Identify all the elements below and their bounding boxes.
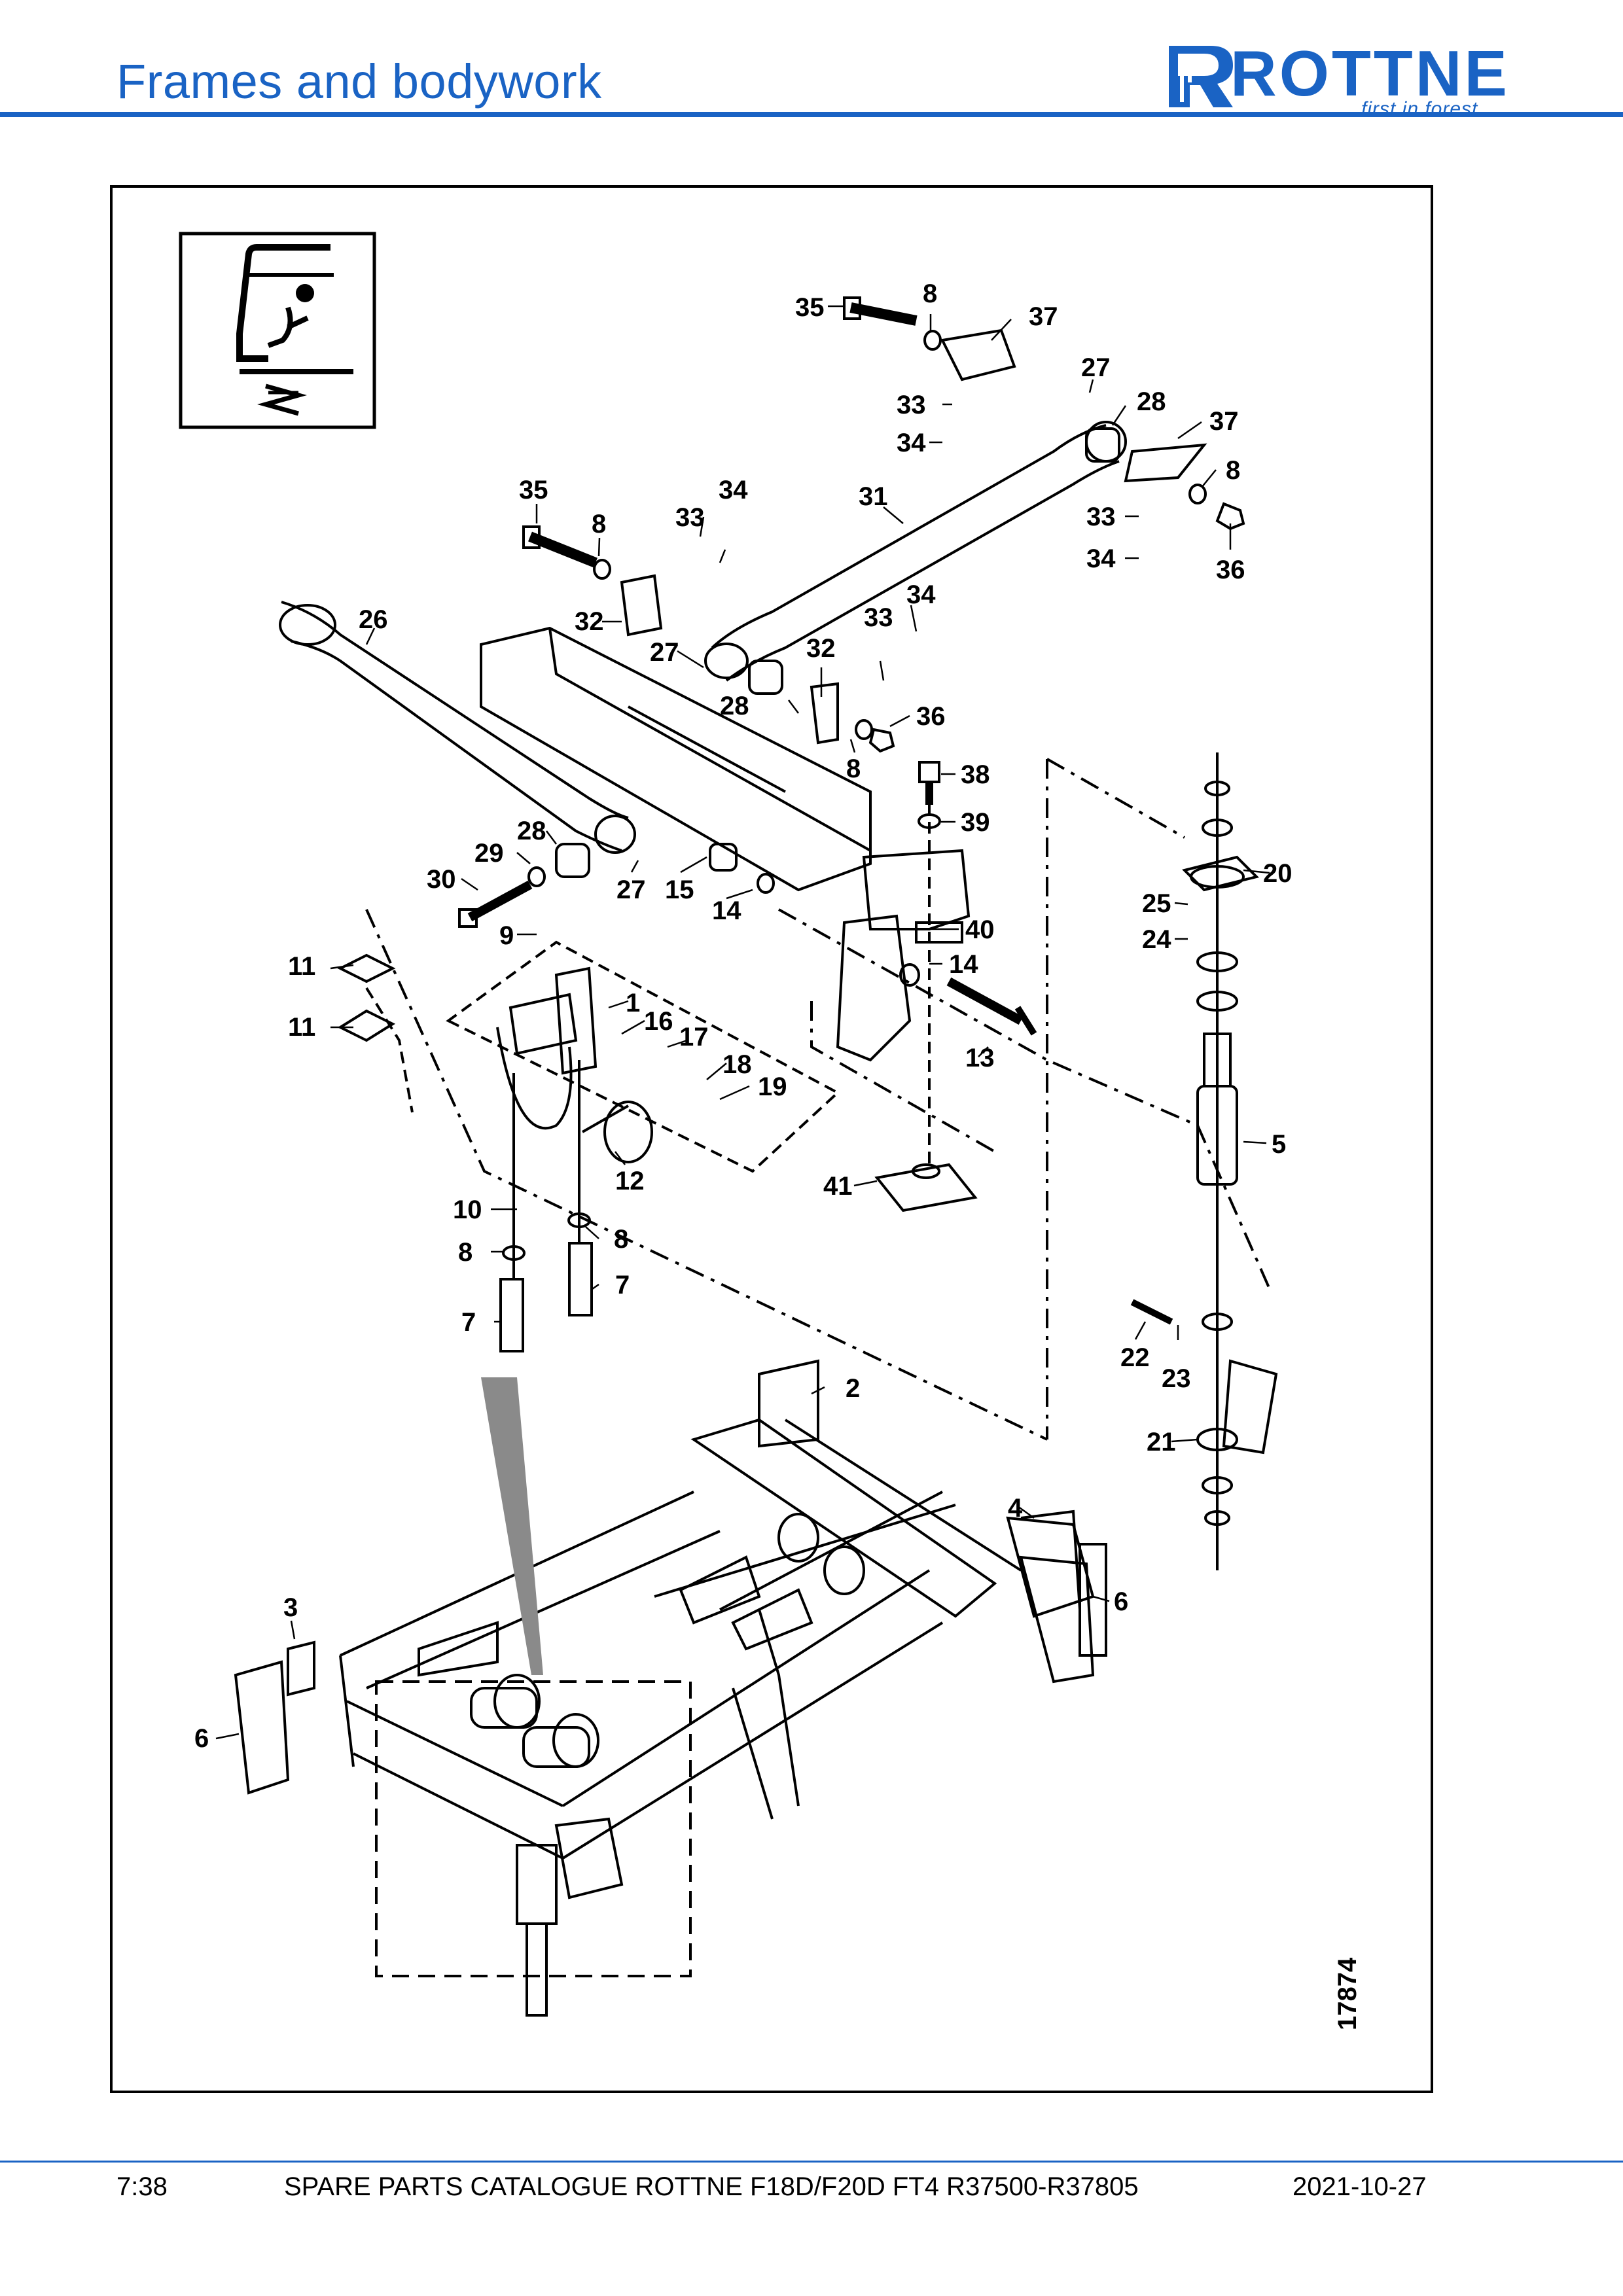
part-callout-6a: 6 bbox=[1114, 1587, 1128, 1616]
page-number: 7:38 bbox=[116, 2172, 168, 2201]
leader-lines bbox=[215, 305, 1270, 1740]
part-callout-40: 40 bbox=[965, 915, 995, 944]
catalogue-date: 2021-10-27 bbox=[1293, 2172, 1427, 2201]
part-callout-23: 23 bbox=[1162, 1364, 1191, 1393]
part-callout-17: 17 bbox=[679, 1023, 709, 1051]
part-callout-37b: 37 bbox=[1209, 407, 1239, 436]
part-callout-8e: 8 bbox=[458, 1238, 473, 1267]
drawing-number: 17874 bbox=[1333, 1957, 1362, 2030]
part-callout-30: 30 bbox=[427, 865, 456, 894]
part-callout-35b: 35 bbox=[519, 476, 548, 504]
part-callout-20: 20 bbox=[1263, 859, 1293, 888]
part-callout-22: 22 bbox=[1120, 1343, 1150, 1372]
part-callout-34a: 34 bbox=[897, 429, 926, 457]
part-callout-32a: 32 bbox=[575, 607, 604, 636]
brand-logo: ROTTNE first in forest bbox=[1165, 34, 1518, 120]
part-callout-38: 38 bbox=[961, 760, 990, 789]
part-callout-33d: 33 bbox=[864, 603, 893, 632]
part-callout-13: 13 bbox=[965, 1044, 995, 1072]
part-callout-33c: 33 bbox=[675, 503, 705, 532]
part-callout-35a: 35 bbox=[795, 293, 825, 322]
drawing-frame bbox=[110, 185, 1433, 2093]
part-callout-28a: 28 bbox=[1137, 387, 1166, 416]
part-callout-7a: 7 bbox=[615, 1271, 630, 1299]
part-callout-8c: 8 bbox=[592, 510, 606, 539]
part-callout-11a: 11 bbox=[288, 952, 315, 981]
logo-wordmark: ROTTNE bbox=[1230, 37, 1510, 109]
part-callout-31: 31 bbox=[859, 482, 888, 511]
part-callout-8d: 8 bbox=[846, 754, 861, 783]
part-callout-34b: 34 bbox=[1086, 544, 1116, 573]
catalogue-title: SPARE PARTS CATALOGUE ROTTNE F18D/F20D F… bbox=[284, 2172, 1139, 2201]
part-callout-28b: 28 bbox=[720, 692, 749, 720]
part-callout-21: 21 bbox=[1147, 1428, 1176, 1457]
part-callout-34c: 34 bbox=[719, 476, 748, 504]
part-callout-37a: 37 bbox=[1029, 302, 1058, 331]
part-callout-39: 39 bbox=[961, 808, 990, 837]
part-callout-26: 26 bbox=[359, 605, 388, 634]
part-callout-14b: 14 bbox=[949, 950, 978, 979]
part-callout-36b: 36 bbox=[916, 702, 946, 731]
part-callout-34d: 34 bbox=[906, 580, 936, 609]
header-rule bbox=[0, 112, 1623, 117]
part-callout-27c: 27 bbox=[616, 875, 646, 904]
part-callout-3: 3 bbox=[283, 1593, 298, 1622]
page-title: Frames and bodywork bbox=[116, 54, 602, 109]
part-callout-5: 5 bbox=[1272, 1130, 1286, 1159]
part-callout-36a: 36 bbox=[1216, 556, 1245, 584]
part-callout-14a: 14 bbox=[712, 896, 741, 925]
part-callout-41: 41 bbox=[823, 1172, 853, 1201]
part-callout-33a: 33 bbox=[897, 391, 926, 419]
part-callout-1: 1 bbox=[626, 989, 640, 1017]
part-callout-29: 29 bbox=[474, 839, 504, 868]
part-callout-8a: 8 bbox=[923, 279, 937, 308]
part-callout-9: 9 bbox=[499, 921, 514, 950]
part-callout-7b: 7 bbox=[461, 1308, 476, 1337]
part-callout-16: 16 bbox=[644, 1007, 673, 1036]
part-callout-28c: 28 bbox=[517, 817, 546, 845]
part-callout-24: 24 bbox=[1142, 925, 1171, 954]
part-callout-32b: 32 bbox=[806, 634, 836, 663]
cab-suspension-symbol-icon bbox=[179, 232, 376, 429]
part-callout-27b: 27 bbox=[650, 638, 679, 667]
part-callout-18: 18 bbox=[722, 1050, 752, 1079]
part-callout-8f: 8 bbox=[614, 1225, 628, 1254]
detail-pointer-wedge bbox=[481, 1377, 543, 1675]
part-callout-6b: 6 bbox=[194, 1724, 209, 1753]
footer-rule bbox=[0, 2161, 1623, 2163]
part-callout-12: 12 bbox=[615, 1167, 645, 1195]
part-callout-15: 15 bbox=[665, 875, 694, 904]
part-callout-2: 2 bbox=[846, 1374, 860, 1403]
part-callout-8b: 8 bbox=[1226, 456, 1240, 485]
part-callout-11b: 11 bbox=[288, 1013, 315, 1042]
part-callout-4: 4 bbox=[1008, 1494, 1023, 1523]
part-callout-10: 10 bbox=[453, 1195, 482, 1224]
part-callout-25: 25 bbox=[1142, 889, 1171, 918]
part-callout-27a: 27 bbox=[1081, 353, 1111, 382]
part-callout-19: 19 bbox=[758, 1072, 787, 1101]
rottne-r-icon bbox=[1169, 46, 1233, 107]
part-callout-33b: 33 bbox=[1086, 503, 1116, 531]
